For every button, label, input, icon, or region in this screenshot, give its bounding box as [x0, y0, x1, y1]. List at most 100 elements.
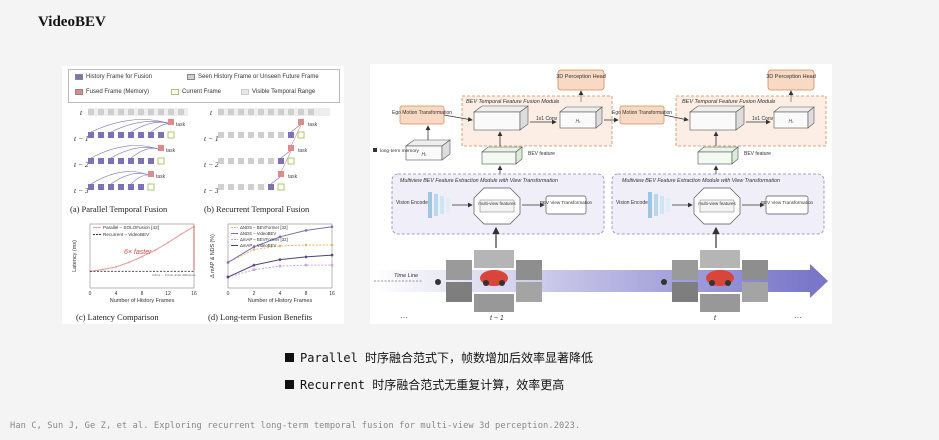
x-tick-label: 8 [305, 291, 308, 297]
camera-images-2 [661, 250, 768, 312]
data-point [278, 244, 282, 248]
row-label-a-3: t − 3 [74, 186, 89, 195]
svg-text:Time Line: Time Line [394, 273, 418, 279]
data-point [193, 225, 195, 228]
vision-encoder-label-1: Vision Encoder [396, 200, 430, 206]
data-point [252, 268, 256, 272]
svg-text:multi-view features: multi-view features [478, 201, 516, 206]
row-label-b-3: t − 3 [204, 186, 219, 195]
svg-text:multi-view features: multi-view features [698, 201, 736, 206]
legend-label-2: ΔmAP – BEVFormer [32] [240, 237, 288, 242]
legend-history: History Frame for Fusion [75, 74, 152, 80]
bev-feature-2 [697, 146, 739, 165]
figure-legend: History Frame for Fusion Seen History Fr… [68, 69, 340, 103]
annotation-small: 3.8ms → 0.6ms under difference [152, 273, 196, 277]
svg-text:3D Perception Head: 3D Perception Head [766, 74, 816, 80]
camera-images-1 [435, 250, 542, 312]
ego-motion-2: Ego Motion Transformation [612, 105, 672, 125]
bev-feature-1 [481, 146, 523, 165]
data-point [115, 265, 117, 268]
multiview-features-2: multi-view features [693, 187, 741, 225]
svg-text:BEV Temporal Feature Fusion Mo: BEV Temporal Feature Fusion Module [466, 99, 559, 105]
bev-view-transform-1: BEV View Transformation [540, 195, 593, 215]
caption-parallel: (a) Parallel Temporal Fusion [70, 204, 168, 214]
annotation-faster: 6× faster [124, 249, 152, 256]
x-tick-label: 0 [227, 291, 230, 297]
row-label-a-2: t − 2 [74, 160, 89, 169]
fused-block-1 [473, 105, 529, 131]
data-point [252, 245, 256, 249]
task-label-a-2: task [166, 148, 176, 154]
legend-label-0: ΔNDS – BEVFormer [32] [240, 225, 288, 230]
data-point [330, 263, 334, 267]
x-tick-label: 2 [253, 291, 256, 297]
parallel-row-1 [88, 119, 175, 139]
svg-text:3D Perception Head: 3D Perception Head [556, 74, 606, 80]
legend-label-1: ΔNDS – VideoBEV [240, 231, 276, 236]
output-block-1: Hₜ [559, 106, 603, 129]
svg-text:Ego Motion Transformation: Ego Motion Transformation [612, 110, 672, 116]
y-axis-label: Δ mAP & NDS (%) [210, 234, 216, 278]
row-label-b-2: t − 2 [204, 160, 219, 169]
parallel-row-3 [88, 171, 155, 191]
recurrent-row-0 [218, 108, 330, 116]
task-label-b-3: task [288, 174, 298, 180]
data-point [304, 243, 308, 247]
architecture-diagram: 3D Perception Head BEV Temporal Feature … [373, 69, 828, 322]
data-point [304, 229, 308, 232]
svg-text:Multiview BEV Feature Extracti: Multiview BEV Feature Extraction Module … [400, 178, 558, 184]
bullet-square-icon [285, 352, 294, 362]
current-swatch [171, 89, 179, 95]
parallel-fusion-diagram: task task task [88, 108, 188, 191]
perception-head-2: 3D Perception Head [766, 69, 816, 91]
recurrent-row-1 [218, 119, 305, 147]
conv-label-1: 1x1 Conv [536, 116, 558, 122]
legend-label-3: ΔmAP – VideoBEV [240, 243, 277, 248]
ellipsis-right: ··· [794, 313, 802, 322]
svg-text:BEV View Transformation: BEV View Transformation [540, 200, 593, 205]
parallel-row-0 [88, 108, 188, 116]
legend-seen: Seen History Frame or Unseen Future Fram… [187, 74, 319, 80]
perception-head-1: 3D Perception Head [556, 69, 606, 91]
vision-encoder-label-2: Vision Encoder [616, 200, 650, 206]
svg-text:BEV View Transformation: BEV View Transformation [761, 200, 814, 205]
citation: Han C, Sun J, Ge Z, et al. Exploring rec… [10, 421, 581, 431]
memory-marker [373, 148, 377, 152]
row-label-b-1: t − 1 [204, 134, 219, 143]
long-term-memory-label: long-term memory [380, 148, 420, 154]
svg-text:Hₜ: Hₜ [788, 119, 794, 125]
time-label-prev: t − 1 [490, 315, 504, 322]
conv-label-2: 1x1 Conv [752, 116, 774, 122]
row-label-a-1: t − 1 [74, 134, 89, 143]
svg-text:BEV Temporal Feature Fusion Mo: BEV Temporal Feature Fusion Module [682, 99, 775, 105]
legend-label-1: Recurrent – VideoBEV [103, 232, 150, 237]
data-point [278, 235, 282, 239]
x-tick-label: 16 [329, 291, 335, 297]
caption-benefits: (d) Long-term Fusion Benefits [208, 312, 313, 322]
seen-swatch [187, 74, 195, 80]
ellipsis-left: ··· [400, 313, 408, 322]
data-point [304, 255, 308, 259]
data-point [154, 249, 156, 252]
recurrent-fusion-diagram: task task task [218, 108, 330, 191]
task-label-b-1: task [308, 122, 318, 128]
legend-fused: Fused Frame (Memory) [75, 89, 149, 95]
svg-text:Ego Motion Transformation: Ego Motion Transformation [392, 110, 452, 116]
svg-text:Hₜ: Hₜ [575, 119, 581, 125]
recurrent-row-3 [218, 171, 285, 191]
data-point [330, 225, 334, 229]
task-label-a-3: task [156, 174, 166, 180]
series-line-0 [227, 244, 332, 263]
legend-label-0: Parallel – SOLOFusion [42] [103, 225, 159, 230]
caption-latency: (c) Latency Comparison [76, 312, 159, 322]
task-label-b-2: task [298, 148, 308, 154]
x-tick-label: 8 [141, 291, 144, 297]
row-label-a-0: t [80, 108, 83, 117]
x-axis-label: Number of History Frames [248, 298, 313, 304]
y-axis-label: Latency (ms) [72, 240, 78, 272]
task-label-a-1: task [176, 122, 186, 128]
bev-feature-label-1: BEV feature [528, 151, 555, 157]
bev-feature-label-2: BEV feature [744, 151, 771, 157]
